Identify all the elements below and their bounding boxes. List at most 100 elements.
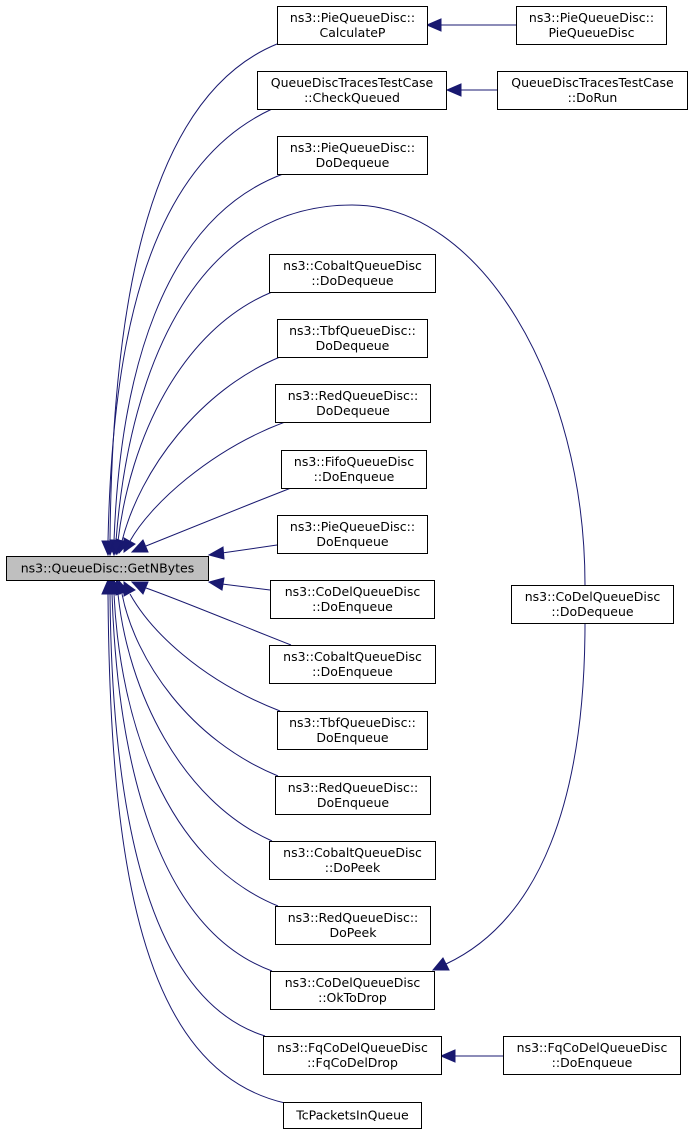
edge-line [117, 291, 273, 542]
arrowhead [101, 540, 115, 557]
function-node-qdt-checkqueued[interactable]: QueueDiscTracesTestCase::CheckQueued [257, 71, 447, 110]
node-label-line: ::DoDequeue [311, 273, 393, 288]
node-label-line: ns3::CoDelQueueDisc [525, 589, 661, 604]
node-box [277, 319, 428, 358]
edge-fifo-doenqueue-to-root [130, 487, 292, 553]
node-box [281, 450, 427, 489]
edge-red-dodequeue-to-root [123, 421, 286, 553]
function-node-tbf-doenqueue[interactable]: ns3::TbfQueueDisc::DoEnqueue [277, 711, 428, 750]
node-label-line: ::DoRun [568, 90, 618, 105]
function-node-cobalt-dopeek[interactable]: ns3::CobaltQueueDisc::DoPeek [269, 841, 436, 880]
node-label-line: ns3::CoDelQueueDisc [285, 975, 421, 990]
node-label-line: DoEnqueue [316, 730, 389, 745]
node-label-line: ns3::PieQueueDisc:: [290, 10, 415, 25]
function-node-pie-ctor[interactable]: ns3::PieQueueDisc::PieQueueDisc [516, 6, 667, 45]
node-box [263, 1036, 442, 1075]
function-node-tcpackets[interactable]: TcPacketsInQueue [283, 1102, 422, 1129]
edge-line [221, 583, 271, 591]
node-label-line: ns3::QueueDisc::GetNBytes [21, 561, 195, 576]
edge-line [111, 593, 273, 972]
node-label-line: ns3::CobaltQueueDisc [283, 649, 422, 664]
arrowhead [130, 581, 149, 595]
edge-line [221, 544, 278, 554]
edge-line [121, 356, 281, 542]
root-function-node: ns3::QueueDisc::GetNBytes [6, 556, 209, 581]
function-node-pie-dodequeue[interactable]: ns3::PieQueueDisc::DoDequeue [277, 136, 428, 175]
edge-line [145, 487, 292, 547]
function-node-cobalt-doenqueue[interactable]: ns3::CobaltQueueDisc::DoEnqueue [269, 645, 436, 684]
edge-red-dopeek-to-root [107, 578, 279, 907]
edge-codel-doenqueue-to-root [207, 577, 271, 591]
node-label-line: ::DoEnqueue [312, 664, 393, 679]
node-label-line: ns3::RedQueueDisc:: [288, 780, 419, 795]
node-label-line: DoDequeue [316, 155, 390, 170]
node-label-line: ::OkToDrop [318, 990, 387, 1005]
node-box [275, 776, 431, 815]
node-label-line: ::DoDequeue [551, 604, 633, 619]
function-node-tbf-dodequeue[interactable]: ns3::TbfQueueDisc::DoDequeue [277, 319, 428, 358]
edge-codel-dodequeue-to-codel-oktodrop [431, 622, 586, 971]
edge-line [129, 593, 281, 712]
node-box [275, 384, 431, 423]
node-label-line: ::DoEnqueue [314, 469, 395, 484]
node-label-line: DoEnqueue [316, 534, 389, 549]
node-label-line: ns3::PieQueueDisc:: [529, 10, 654, 25]
node-box [497, 71, 688, 110]
edge-qdt-dorun-to-qdt-checkqueued [445, 83, 497, 97]
function-node-pie-calcp[interactable]: ns3::PieQueueDisc::CalculateP [277, 6, 428, 45]
node-box [516, 6, 667, 45]
function-node-pie-doenqueue[interactable]: ns3::PieQueueDisc::DoEnqueue [277, 515, 428, 554]
edge-tbf-dodequeue-to-root [115, 356, 281, 555]
edge-cobalt-dodequeue-to-root [111, 291, 273, 556]
edge-line [115, 204, 586, 586]
node-box [283, 1102, 422, 1129]
node-label-line: PieQueueDisc [549, 25, 635, 40]
node-box [275, 906, 431, 945]
arrowhead [207, 577, 225, 591]
edge-pie-ctor-to-pie-calcp [425, 18, 516, 32]
node-label-line: ns3::TbfQueueDisc:: [289, 323, 416, 338]
node-box [257, 71, 447, 110]
edge-tbf-doenqueue-to-root [123, 581, 281, 712]
node-label-line: ::DoEnqueue [552, 1055, 633, 1070]
node-label-line: ns3::PieQueueDisc:: [290, 140, 415, 155]
node-label-line: ns3::RedQueueDisc:: [288, 388, 419, 403]
arrowhead [445, 83, 462, 97]
arrowhead [101, 578, 115, 595]
edge-pie-doenqueue-to-root [207, 544, 278, 560]
node-label-line: QueueDiscTracesTestCase [271, 75, 434, 90]
edge-pie-dodequeue-to-root [107, 173, 284, 557]
edge-cobalt-dopeek-to-root [111, 578, 273, 842]
node-label-line: ::DoEnqueue [312, 599, 393, 614]
node-box [511, 585, 674, 624]
edge-line [107, 108, 273, 542]
function-node-qdt-dorun[interactable]: QueueDiscTracesTestCase::DoRun [497, 71, 688, 110]
function-node-fqcodel-drop[interactable]: ns3::FqCoDelQueueDisc::FqCoDelDrop [263, 1036, 442, 1075]
node-label-line: DoEnqueue [317, 795, 390, 810]
node-box [277, 711, 428, 750]
arrowhead [130, 539, 149, 553]
node-label-line: ns3::TbfQueueDisc:: [289, 715, 416, 730]
edge-line [145, 587, 292, 646]
function-node-fqcodel-doenqueue[interactable]: ns3::FqCoDelQueueDisc::DoEnqueue [503, 1036, 681, 1075]
node-label-line: DoPeek [330, 925, 378, 940]
node-box [269, 254, 436, 293]
function-node-cobalt-dodequeue[interactable]: ns3::CobaltQueueDisc::DoDequeue [269, 254, 436, 293]
node-label-line: DoDequeue [316, 403, 390, 418]
function-node-codel-doenqueue[interactable]: ns3::CoDelQueueDisc::DoEnqueue [270, 580, 435, 619]
function-node-fifo-doenqueue[interactable]: ns3::FifoQueueDisc::DoEnqueue [281, 450, 427, 489]
call-edges [101, 18, 586, 1104]
node-label-line: ns3::FifoQueueDisc [294, 454, 414, 469]
function-node-codel-dodequeue[interactable]: ns3::CoDelQueueDisc::DoDequeue [511, 585, 674, 624]
function-node-red-dopeek[interactable]: ns3::RedQueueDisc::DoPeek [275, 906, 431, 945]
function-nodes: ns3::QueueDisc::GetNBytes ns3::PieQueueDi… [6, 6, 688, 1129]
node-label-line: ::FqCoDelDrop [307, 1055, 398, 1070]
edge-line [117, 593, 273, 842]
function-node-codel-oktodrop[interactable]: ns3::CoDelQueueDisc::OkToDrop [270, 971, 435, 1010]
function-node-red-doenqueue[interactable]: ns3::RedQueueDisc::DoEnqueue [275, 776, 431, 815]
function-node-red-dodequeue[interactable]: ns3::RedQueueDisc::DoDequeue [275, 384, 431, 423]
node-box [6, 556, 209, 581]
edge-fqcodel-doenqueue-to-fqcodel-drop [439, 1049, 503, 1063]
node-label-line: ::DoPeek [325, 860, 381, 875]
